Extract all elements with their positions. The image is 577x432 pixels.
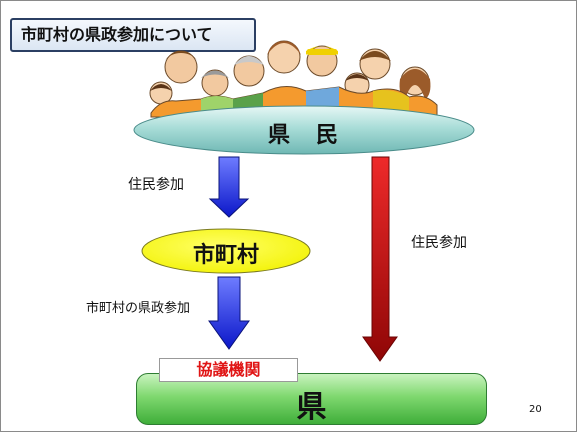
flow-label-citizens-to-prefecture: 住民参加 [411, 235, 467, 251]
prefecture-label: 県 [296, 390, 327, 425]
flow-label-municipality-to-prefecture: 市町村の県政参加 [86, 301, 191, 316]
red-arrow-citizens-to-prefecture [362, 156, 398, 362]
page-number: 20 [529, 404, 542, 415]
flow-label-citizens-to-municipality: 住民参加 [128, 177, 184, 193]
council-label: 協議機関 [159, 358, 298, 382]
blue-arrow-citizens-to-municipality [208, 156, 250, 218]
municipality-ellipse [141, 228, 311, 274]
citizens-label: 県 民 [267, 123, 340, 148]
blue-arrow-municipality-to-prefecture [208, 276, 250, 350]
citizens-ellipse [133, 105, 475, 155]
slide-title: 市町村の県政参加について [10, 18, 256, 52]
municipality-label: 市町村 [192, 243, 259, 268]
